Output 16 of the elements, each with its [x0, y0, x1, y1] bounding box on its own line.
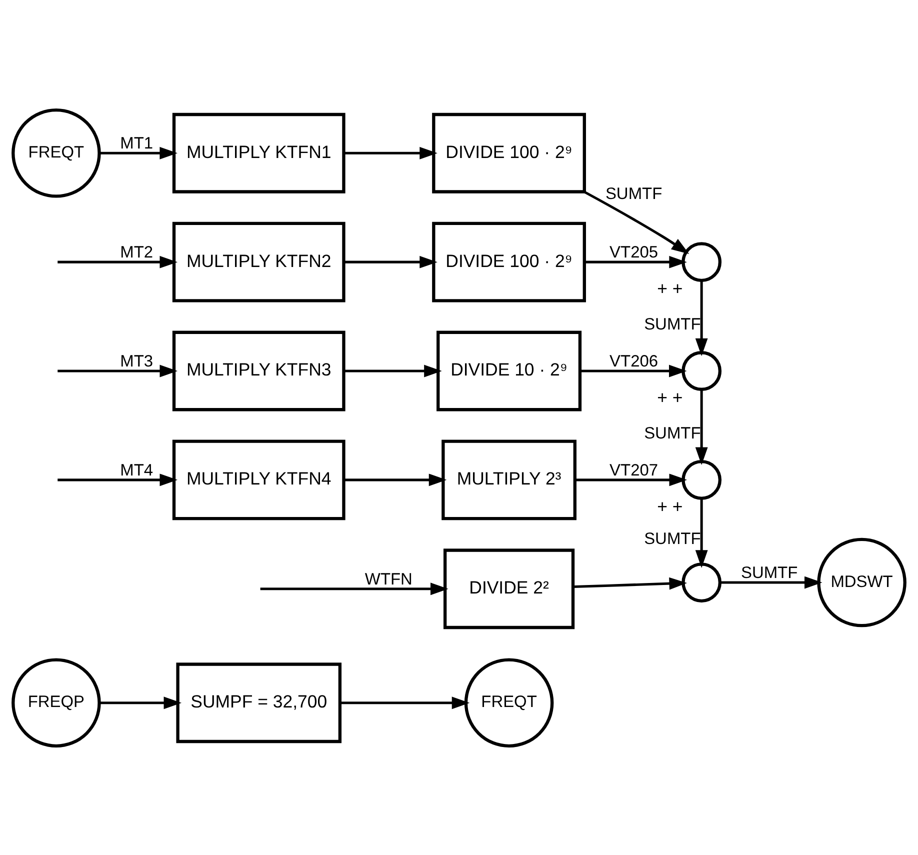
edge-label: SUMTF	[740, 563, 798, 582]
edge-label: MT4	[120, 460, 154, 479]
edge-label: SUMTF	[644, 530, 701, 548]
edge-label: SUMTF	[644, 424, 701, 442]
node-label: + +	[657, 278, 683, 298]
edge-label: SUMTF	[644, 315, 701, 334]
edge-label: MT1	[120, 134, 154, 152]
edge-label: VT205	[610, 243, 658, 262]
node-label: + +	[657, 387, 683, 408]
edge-label: SUMTF	[605, 184, 662, 203]
edge-label: VT206	[610, 352, 658, 370]
edge-label: MT3	[120, 352, 154, 370]
edge-label: MT2	[120, 243, 154, 262]
edge-label: VT207	[610, 460, 658, 479]
node-label: + +	[657, 496, 683, 516]
edge-label: WTFN	[364, 570, 412, 588]
